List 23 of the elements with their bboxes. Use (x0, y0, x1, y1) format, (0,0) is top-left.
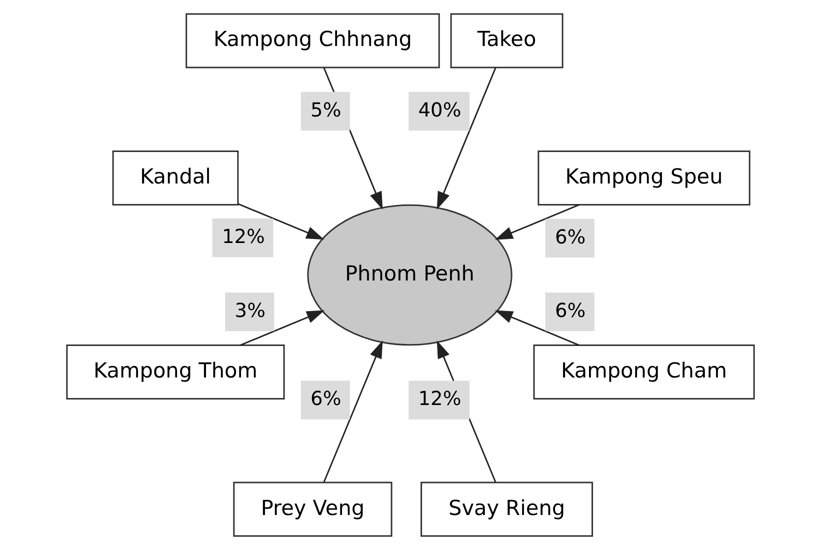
node-box: Kampong Thom (66, 344, 284, 400)
arrow (494, 204, 580, 240)
node-box: Kampong Chhnang (185, 13, 440, 68)
node-box: Kandal (112, 150, 238, 206)
edge-label: 12% (418, 387, 461, 410)
node-box: Kampong Cham (532, 344, 754, 400)
node-box: Takeo (450, 13, 563, 68)
arrow (239, 310, 324, 346)
arrow (322, 340, 382, 483)
arrow (436, 67, 496, 210)
node-box: Svay Rieng (420, 482, 593, 537)
edge-label: 6% (554, 225, 586, 248)
edge-label: 6% (554, 298, 586, 322)
arrow (494, 310, 580, 346)
node-box: Prey Veng (232, 482, 392, 537)
edge-label: 5% (310, 98, 341, 122)
edge-label: 12% (221, 224, 264, 248)
node-ellipse: Phnom Penh (306, 204, 512, 346)
node-box: Kampong Speu (537, 150, 750, 206)
arrow (237, 203, 324, 240)
edge-label: 40% (418, 98, 461, 122)
edge-label: 3% (234, 298, 265, 322)
edge-label: 6% (310, 387, 341, 410)
